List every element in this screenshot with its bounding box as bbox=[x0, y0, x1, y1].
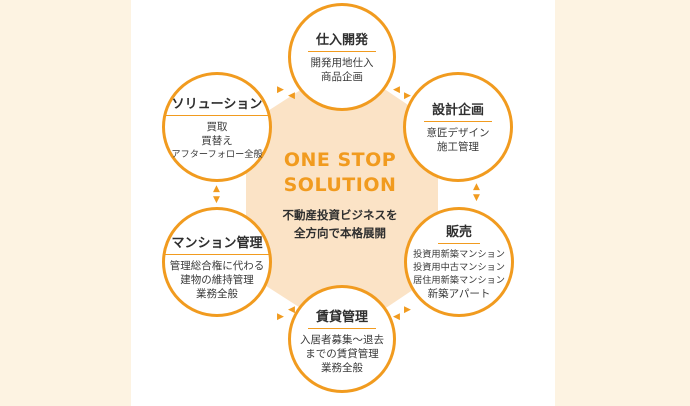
node-chintai: 賃貸管理 入居者募集～退去 までの賃貸管理 業務全般 bbox=[288, 285, 396, 393]
node-mansion-line: 業務全般 bbox=[196, 288, 238, 300]
node-sekkei-line: 意匠デザイン bbox=[426, 127, 490, 139]
node-mansion: マンション管理 管理総合権に代わる 建物の維持管理 業務全般 bbox=[162, 207, 272, 317]
node-shiire-line: 商品企画 bbox=[321, 71, 363, 83]
arrow-hanbai-chintai-icon: ▶ bbox=[404, 305, 411, 315]
node-solution-title: ソリューション bbox=[163, 93, 271, 116]
arrow-sekkei-shiire-icon: ▶ bbox=[404, 91, 411, 101]
node-mansion-title: マンション管理 bbox=[163, 232, 271, 255]
node-hanbai-line: 居住用新築マンション bbox=[413, 275, 505, 286]
center-title-line1: ONE STOP bbox=[283, 149, 397, 171]
node-solution: ソリューション 買取 買替え アフターフォロー全般 bbox=[162, 72, 272, 182]
arrow-mansion-solution-down-icon: ▼ bbox=[213, 195, 220, 205]
node-mansion-line: 建物の維持管理 bbox=[180, 274, 254, 286]
arrow-chintai-hanbai-icon: ◀ bbox=[393, 312, 400, 322]
node-solution-line: 買替え bbox=[201, 135, 233, 147]
center-hexagon bbox=[246, 62, 438, 336]
arrow-mansion-solution-up-icon: ▲ bbox=[213, 184, 220, 194]
node-chintai-line: 業務全般 bbox=[321, 362, 363, 374]
node-hanbai-line: 新築アパート bbox=[427, 288, 491, 300]
node-shiire-line: 開発用地仕入 bbox=[310, 57, 374, 69]
node-mansion-line: 管理総合権に代わる bbox=[169, 260, 265, 272]
center-subtitle: 不動産投資ビジネスを 全方向で本格展開 bbox=[255, 206, 425, 242]
center-title: ONE STOP SOLUTION bbox=[265, 148, 415, 198]
center-subtitle-line2: 全方向で本格展開 bbox=[294, 226, 386, 240]
arrow-sekkei-hanbai-down-icon: ▼ bbox=[473, 193, 480, 203]
arrow-shiire-solution-icon: ◀ bbox=[288, 91, 295, 101]
node-hanbai-line: 投資用新築マンション bbox=[413, 249, 505, 260]
node-chintai-line: までの賃貸管理 bbox=[305, 348, 379, 360]
node-shiire-title: 仕入開発 bbox=[307, 29, 376, 52]
node-hanbai-title: 販売 bbox=[437, 221, 480, 244]
node-shiire: 仕入開発 開発用地仕入 商品企画 bbox=[288, 3, 396, 111]
arrow-chintai-mansion-icon: ◀ bbox=[288, 305, 295, 315]
node-hanbai: 販売 投資用新築マンション 投資用中古マンション 居住用新築マンション 新築アパ… bbox=[404, 207, 514, 317]
arrow-shiire-sekkei-icon: ◀ bbox=[393, 85, 400, 95]
node-solution-line: アフターフォロー全般 bbox=[171, 149, 263, 160]
center-subtitle-line1: 不動産投資ビジネスを bbox=[282, 208, 398, 222]
arrow-solution-shiire-icon: ▶ bbox=[277, 85, 284, 95]
node-sekkei-title: 設計企画 bbox=[423, 99, 492, 122]
arrow-sekkei-hanbai-up-icon: ▲ bbox=[473, 182, 480, 192]
node-solution-line: 買取 bbox=[206, 121, 228, 133]
arrow-mansion-chintai-icon: ▶ bbox=[277, 312, 284, 322]
node-chintai-line: 入居者募集～退去 bbox=[300, 334, 384, 346]
node-chintai-title: 賃貸管理 bbox=[307, 306, 376, 329]
node-hanbai-line: 投資用中古マンション bbox=[413, 262, 505, 273]
node-sekkei-line: 施工管理 bbox=[437, 141, 479, 153]
node-sekkei: 設計企画 意匠デザイン 施工管理 bbox=[403, 72, 513, 182]
center-title-line2: SOLUTION bbox=[283, 174, 397, 196]
